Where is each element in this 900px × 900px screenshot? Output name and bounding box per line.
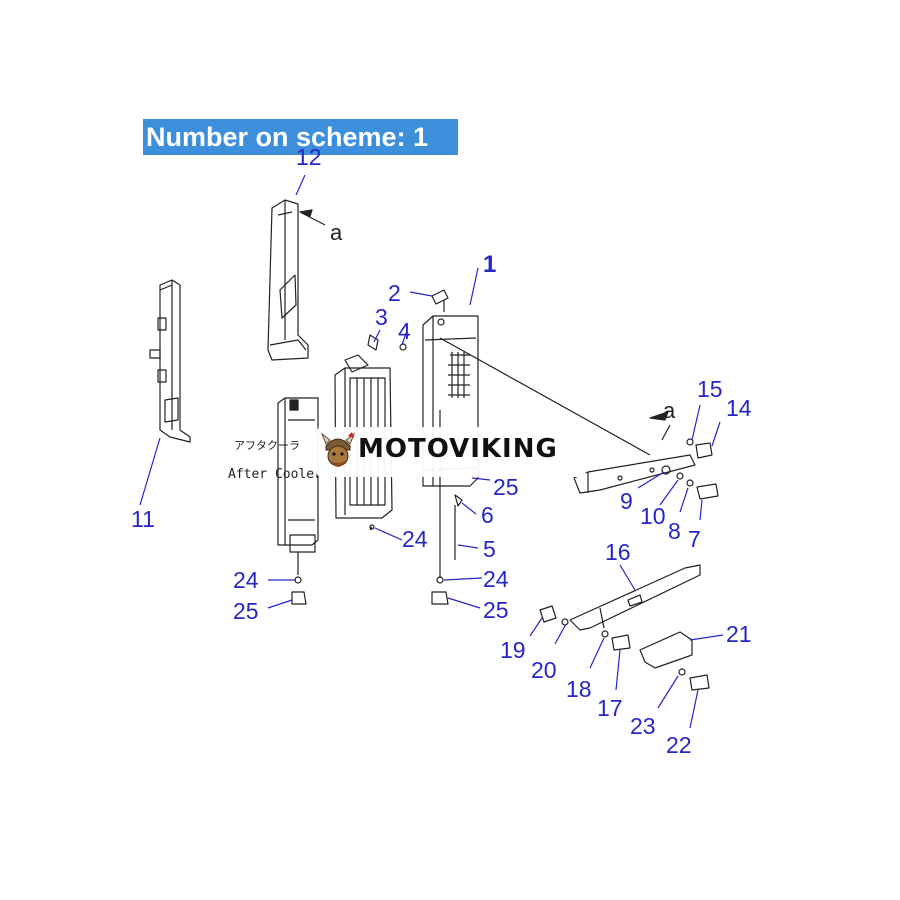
callout-22: 22: [666, 732, 692, 758]
aftercooler-label-jp: アフタクーラ: [234, 439, 300, 452]
reference-mark-a: a: [663, 398, 676, 423]
callout-9: 9: [620, 488, 633, 514]
callout-12: 12: [296, 144, 322, 170]
callout-15: 15: [697, 376, 723, 402]
side-bracket: [573, 411, 719, 500]
aftercooler-label: After Cooler: [228, 467, 322, 482]
watermark-brand-text: MOTOVIKING: [358, 434, 558, 464]
viking-mascot-icon: [320, 432, 356, 467]
callout-16: 16: [605, 539, 631, 565]
callout-24: 24: [233, 567, 259, 593]
callout-18: 18: [566, 676, 592, 702]
callout-10: 10: [640, 503, 666, 529]
callout-6: 6: [481, 502, 494, 528]
callout-2: 2: [388, 280, 401, 306]
lower-brackets: [539, 564, 710, 691]
callout-21: 21: [726, 621, 752, 647]
callout-25: 25: [233, 598, 259, 624]
callout-19: 19: [500, 637, 526, 663]
callout-23: 23: [630, 713, 656, 739]
aftercooler-unit: [277, 397, 319, 605]
callout-25: 25: [493, 474, 519, 500]
callout-8: 8: [668, 518, 681, 544]
callout-24: 24: [483, 566, 509, 592]
callout-5: 5: [483, 536, 496, 562]
watermark-logo: MOTOVIKING: [316, 427, 586, 477]
callout-7: 7: [688, 526, 701, 552]
callout-25: 25: [483, 597, 509, 623]
callout-11: 11: [131, 506, 155, 532]
part-12-bracket: [267, 174, 326, 361]
part-11-bracket: [139, 279, 191, 506]
callout-4: 4: [398, 318, 411, 344]
leader-lines: [267, 291, 724, 729]
drain-parts: [454, 494, 463, 560]
reference-mark-a: a: [330, 220, 343, 245]
callout-3: 3: [375, 304, 388, 330]
callout-14: 14: [726, 395, 752, 421]
scheme-number-banner: Number on scheme: 1: [143, 119, 458, 155]
callout-1: 1: [483, 251, 497, 278]
callout-24: 24: [402, 526, 428, 552]
callout-20: 20: [531, 657, 557, 683]
callout-17: 17: [597, 695, 623, 721]
